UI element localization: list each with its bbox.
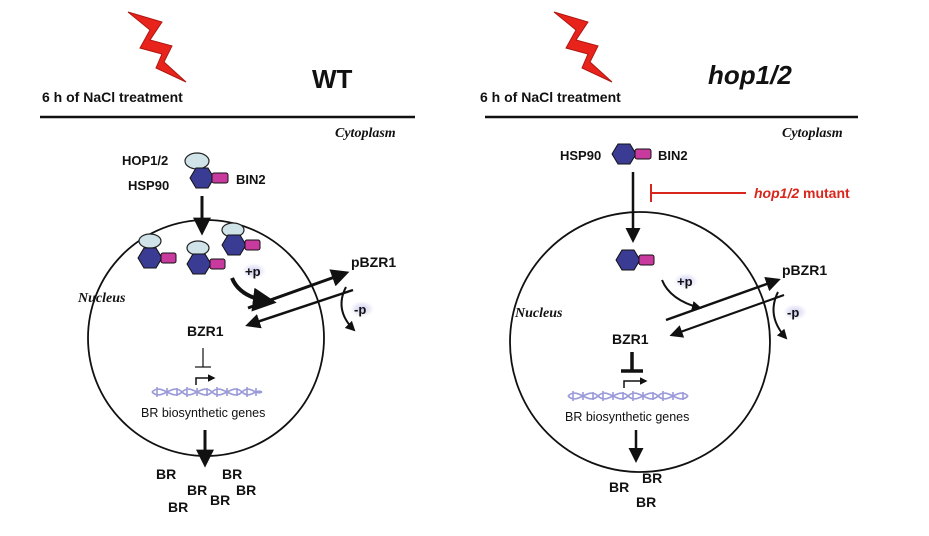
- nucleus-label: Nucleus: [77, 291, 126, 306]
- mutant-inhibition: [650, 184, 746, 202]
- wt-panel: 6 h of NaCl treatment WT Cytoplasm HOP1/…: [40, 11, 415, 515]
- forward-arrow: [665, 276, 781, 322]
- br-molecule: BR: [210, 492, 230, 508]
- br-molecules: BR BR BR: [609, 470, 662, 510]
- phosphorylation-arrow: [661, 279, 702, 311]
- hop-label: HOP1/2: [122, 153, 168, 168]
- pbzr1-label: pBZR1: [782, 262, 827, 278]
- bin2-label: BIN2: [236, 172, 266, 187]
- dephosphorylation-arrow: [340, 286, 356, 332]
- reverse-arrow: [245, 288, 354, 329]
- protein-complex: [184, 152, 229, 189]
- lightning-bolt-icon: [553, 11, 613, 83]
- forward-arrow: [247, 269, 350, 310]
- dna-helix-icon: [567, 391, 689, 401]
- cytoplasm-label: Cytoplasm: [335, 126, 396, 141]
- panel-title: hop1/2: [708, 60, 792, 90]
- nucleus-label: Nucleus: [514, 306, 563, 321]
- pbzr1-label: pBZR1: [351, 254, 396, 270]
- protein-complex: [611, 143, 652, 165]
- mutant-label: hop1/2 mutant: [754, 185, 850, 201]
- bzr1-label: BZR1: [612, 331, 649, 347]
- phospho-minus-label: -p: [787, 305, 799, 320]
- lightning-bolt-icon: [127, 11, 187, 83]
- br-molecule: BR: [236, 482, 256, 498]
- br-molecule: BR: [168, 499, 188, 515]
- dna-helix-icon: [151, 387, 263, 397]
- nuclear-complexes: [137, 222, 261, 275]
- bzr1-label: BZR1: [187, 323, 224, 339]
- phospho-plus-label: +p: [677, 274, 693, 289]
- promoter-arrow: [195, 374, 216, 385]
- cytoplasm-label: Cytoplasm: [782, 126, 843, 141]
- bin2-label: BIN2: [658, 148, 688, 163]
- promoter-arrow: [623, 377, 648, 388]
- phospho-plus-label: +p: [245, 264, 261, 279]
- br-molecule: BR: [642, 470, 662, 486]
- mutant-panel: 6 h of NaCl treatment hop1/2 Cytoplasm H…: [480, 11, 858, 510]
- repression-bar: [195, 348, 211, 368]
- dephosphorylation-arrow: [772, 291, 788, 340]
- br-molecule: BR: [636, 494, 656, 510]
- br-molecules: BR BR BR BR BR BR: [156, 466, 256, 515]
- phosphorylation-arrow: [230, 277, 277, 312]
- genes-label: BR biosynthetic genes: [141, 406, 265, 420]
- repression-bar: [621, 352, 643, 373]
- treatment-label: 6 h of NaCl treatment: [480, 89, 621, 105]
- hsp90-label: HSP90: [560, 148, 601, 163]
- genes-label: BR biosynthetic genes: [565, 410, 689, 424]
- br-molecule: BR: [187, 482, 207, 498]
- phospho-minus-label: -p: [354, 302, 366, 317]
- reverse-arrow: [669, 293, 785, 338]
- br-molecule: BR: [222, 466, 242, 482]
- br-molecule: BR: [609, 479, 629, 495]
- nuclear-complex: [615, 249, 655, 271]
- panel-title: WT: [312, 64, 353, 94]
- br-molecule: BR: [156, 466, 176, 482]
- hsp90-label: HSP90: [128, 178, 169, 193]
- treatment-label: 6 h of NaCl treatment: [42, 89, 183, 105]
- nucleus: [509, 211, 771, 473]
